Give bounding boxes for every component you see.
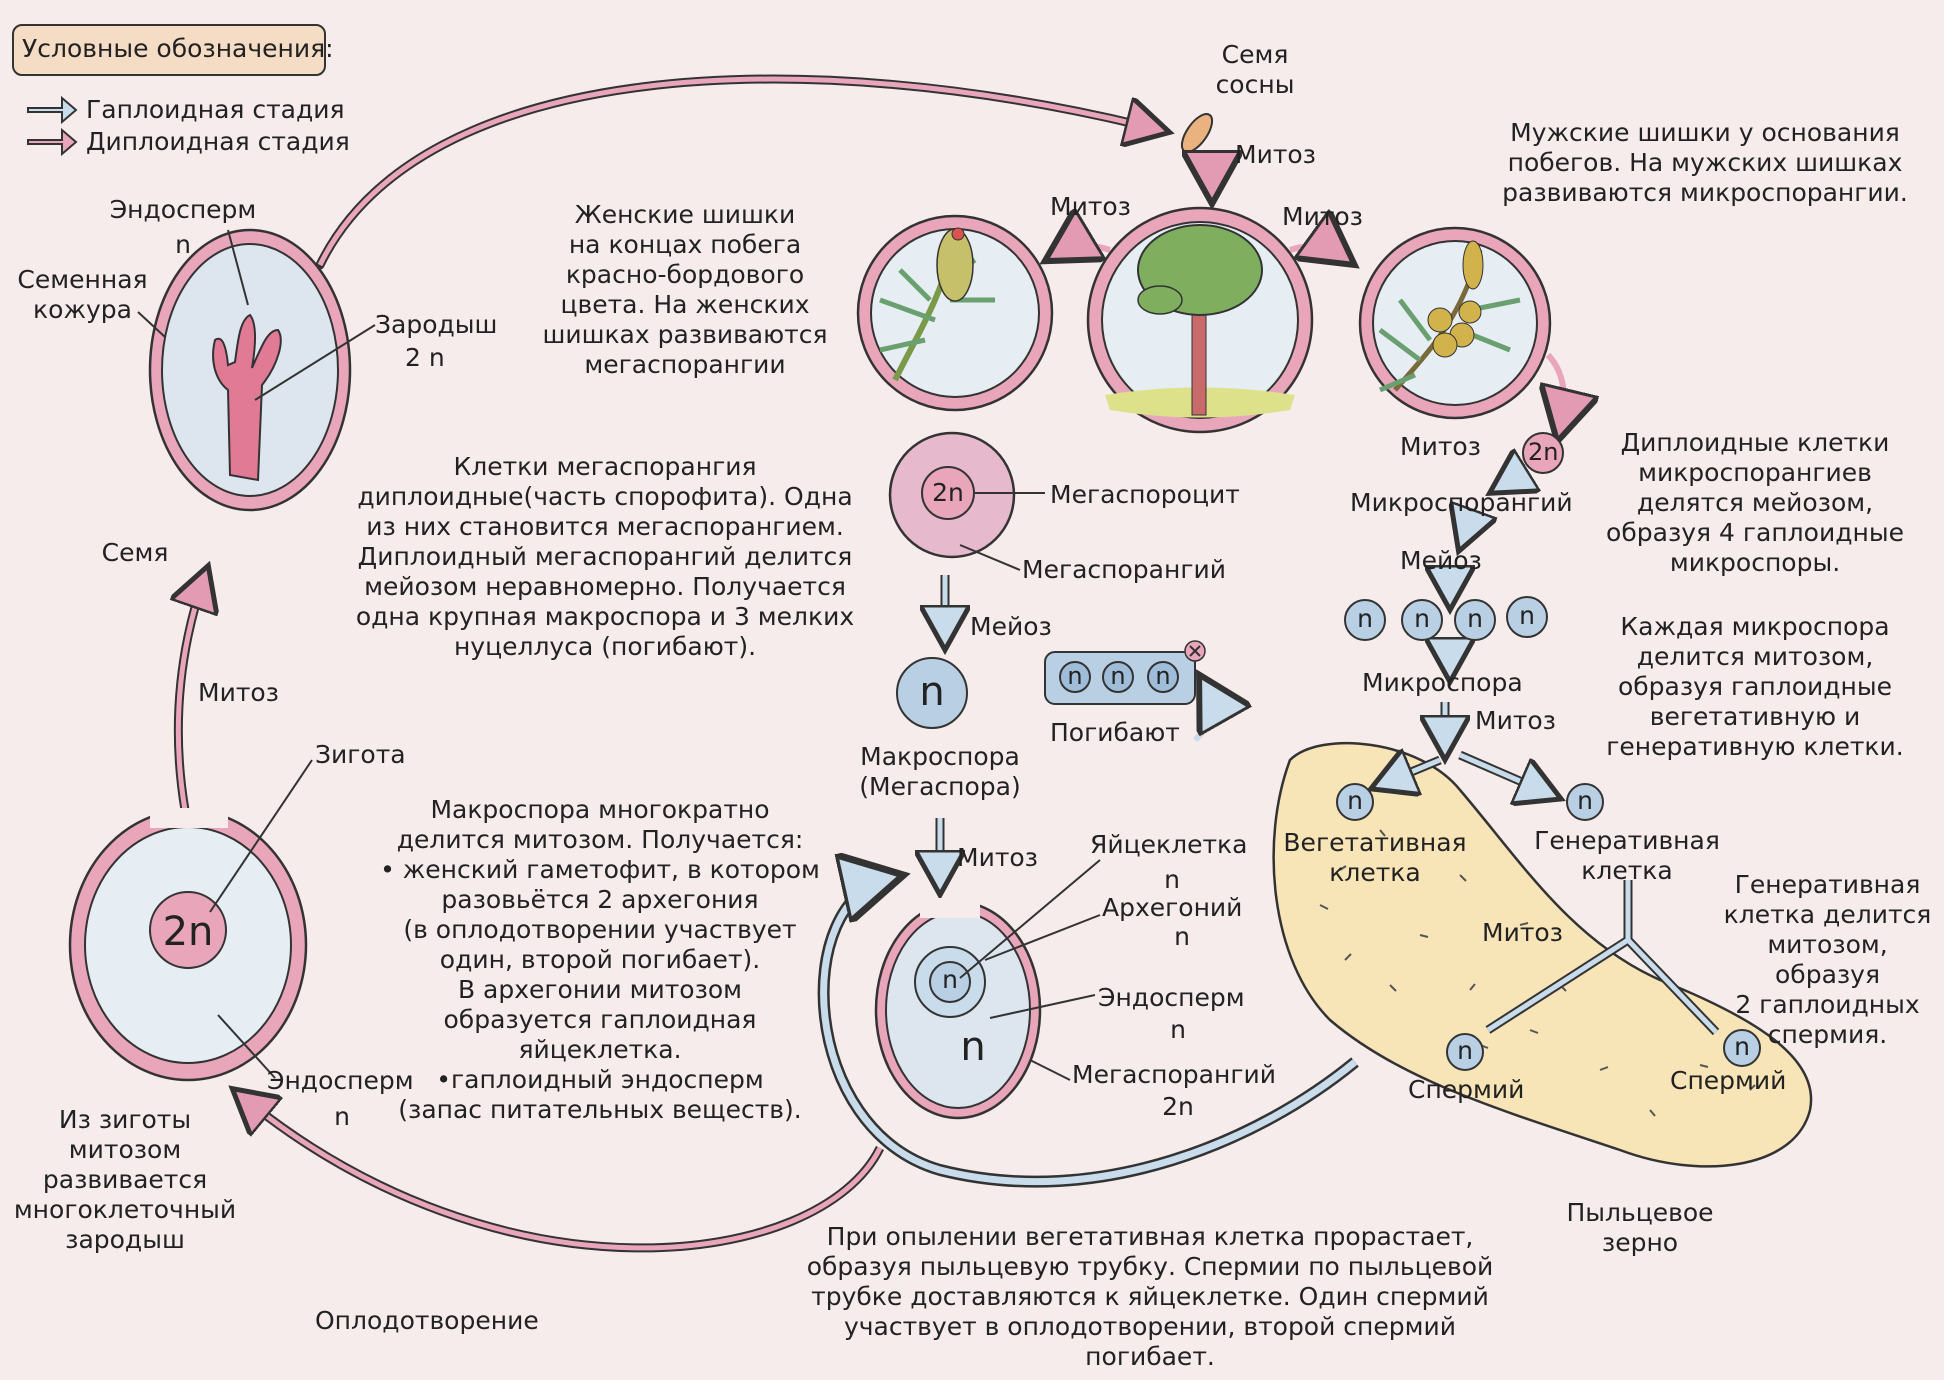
male-cone-text: Мужские шишки у основания побегов. На му… — [1502, 118, 1908, 207]
meiosis-label-right: Мейоз — [1400, 546, 1482, 575]
megasporocyte-label: Мегаспороцит — [1050, 480, 1240, 509]
dying-cell-3: n — [1155, 662, 1171, 690]
legend-haploid: Гаплоидная стадия — [86, 95, 345, 124]
mitosis-label-top: Митоз — [1235, 140, 1316, 169]
macrospore-text: Макроспора многократно делится митозом. … — [380, 795, 820, 1124]
macrospore-ploidy: n — [919, 669, 945, 715]
seed-label: Семя — [101, 538, 169, 567]
legend-diploid-arrow — [27, 127, 78, 157]
microsporangium-label: Микроспорангий — [1350, 488, 1573, 517]
pollen-grain-illustration — [1272, 741, 1813, 1168]
ovule-megasporangium-ploidy: 2n — [1162, 1092, 1194, 1121]
legend-diploid: Диплоидная стадия — [86, 127, 350, 156]
vegetative-cell-label: Вегетативная клетка — [1283, 828, 1467, 887]
seed-embryo-illustration — [148, 228, 352, 512]
ovule-cell-ploidy: n — [942, 965, 958, 994]
microspore-1: n — [1357, 604, 1373, 633]
female-cone-text: Женские шишки на концах побега красно-бо… — [542, 200, 828, 379]
microspore-divides-text: Каждая микроспора делится митозом, образ… — [1606, 612, 1904, 761]
pine-seed-label: Семя сосны — [1215, 40, 1295, 99]
macrospore-cell — [896, 657, 968, 729]
embryo-label: Зародыш — [375, 310, 498, 339]
vegetative-ploidy: n — [1347, 786, 1363, 815]
mitosis-label-left: Митоз — [1050, 192, 1131, 221]
diploid-cells-text: Диплоидные клетки микроспорангиев делятс… — [1606, 428, 1904, 577]
mitosis-label-zygote: Митоз — [198, 678, 279, 707]
megasporangium-label: Мегаспорангий — [1022, 555, 1226, 584]
legend-haploid-arrow — [27, 95, 78, 125]
macrospore-label: Макроспора (Мегаспора) — [859, 742, 1021, 801]
zygote-label: Зигота — [315, 740, 406, 769]
meiosis-label-left: Мейоз — [970, 612, 1052, 641]
seed-coat-label: Семенная кожура — [17, 265, 148, 324]
sperm2-label: Спермий — [1670, 1066, 1787, 1095]
endosperm-label-zygote: Эндосперм — [267, 1066, 414, 1095]
endosperm-ploidy-top: n — [175, 230, 191, 259]
microspore-2: n — [1414, 604, 1430, 633]
generative-ploidy: n — [1577, 786, 1593, 815]
megasporangium-text: Клетки мегаспорангия диплоидные(часть сп… — [355, 452, 855, 661]
dying-cell-1: n — [1067, 662, 1083, 690]
endosperm-label-top: Эндосперм — [109, 195, 257, 224]
ovule-endosperm-label: Эндосперм — [1098, 983, 1245, 1012]
legend-title-box — [12, 24, 326, 76]
dying-cell-2: n — [1110, 662, 1126, 690]
generative-cell-label: Генеративная клетка — [1534, 826, 1720, 885]
mitosis-label-generative: Митоз — [1482, 918, 1563, 947]
archegonium-ploidy: n — [1174, 922, 1190, 951]
ovule-illustration — [874, 898, 1042, 1120]
mitosis-label-microspore: Митоз — [1475, 706, 1556, 735]
generative-divides-text: Генеративная клетка делится митозом, обр… — [1723, 870, 1932, 1049]
egg-label: Яйцеклетка — [1090, 830, 1248, 859]
zygote-seed-illustration — [68, 808, 308, 1082]
diploid-cell-male — [1522, 432, 1564, 474]
sperm1-label: Спермий — [1408, 1075, 1525, 1104]
sperm1-ploidy: n — [1457, 1036, 1473, 1065]
ovule-inner-ploidy: n — [960, 1024, 986, 1070]
sperm2-ploidy: n — [1734, 1032, 1750, 1061]
archegonium-label: Архегоний — [1102, 893, 1243, 922]
embryo-ploidy: 2 n — [405, 343, 445, 372]
male-cone-circle — [1358, 226, 1552, 420]
egg-ploidy: n — [1164, 865, 1180, 894]
fertilization-label: Оплодотворение — [315, 1306, 539, 1335]
mitosis-label-ovule: Митоз — [957, 843, 1038, 872]
ovule-endosperm-ploidy: n — [1170, 1015, 1186, 1044]
ovule-megasporangium-label: Мегаспорангий — [1072, 1060, 1276, 1089]
zygote-ploidy: 2n — [162, 909, 214, 955]
mitosis-label-male: Митоз — [1400, 432, 1481, 461]
pollen-grain-label: Пыльцевое зерно — [1566, 1198, 1714, 1257]
megasporangium-illustration — [888, 431, 1016, 559]
legend-title: Условные обозначения: — [22, 34, 334, 63]
diploid-cell-ploidy: 2n — [1528, 438, 1559, 466]
microspore-3: n — [1467, 604, 1483, 633]
die-label: Погибают — [1050, 718, 1180, 747]
female-cone-circle — [856, 214, 1054, 412]
endosperm-ploidy-zygote: n — [334, 1102, 350, 1131]
embryo-development-text: Из зиготы митозом развивается многоклето… — [13, 1105, 237, 1254]
mitosis-label-right: Митоз — [1282, 202, 1363, 231]
pollination-text: При опылении вегетативная клетка прораст… — [806, 1222, 1494, 1371]
pine-seed-icon — [1180, 113, 1214, 153]
microspore-label: Микроспора — [1362, 668, 1523, 697]
megasporocyte-ploidy: 2n — [932, 478, 964, 507]
microspore-4: n — [1519, 601, 1535, 630]
pine-tree-circle — [1086, 206, 1314, 434]
